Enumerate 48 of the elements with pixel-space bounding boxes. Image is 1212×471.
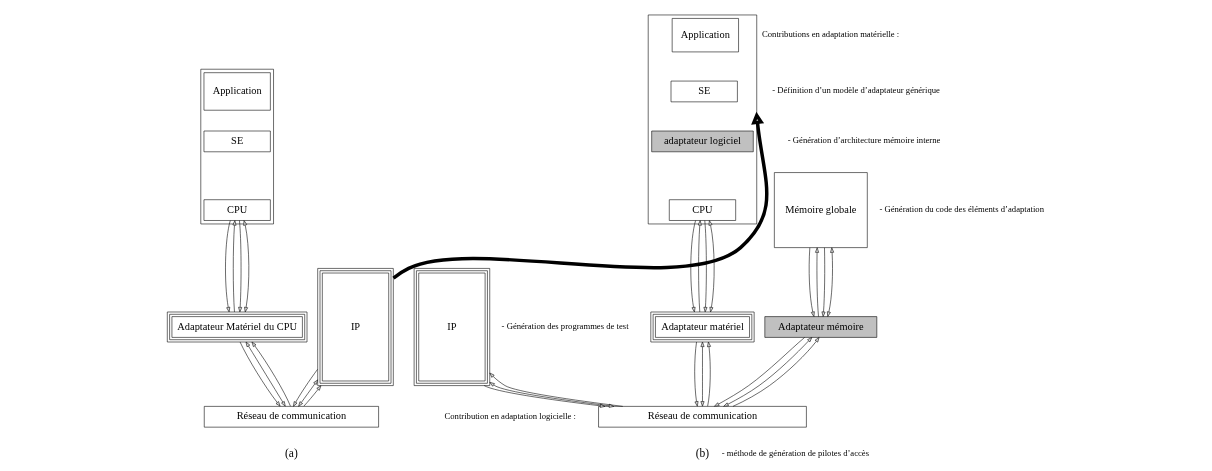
arrow	[245, 341, 286, 407]
node-box: CPU	[203, 199, 271, 221]
arrow	[489, 382, 614, 408]
arrow	[242, 220, 249, 313]
arrow	[703, 220, 707, 313]
arrow	[708, 220, 714, 313]
arrow	[821, 247, 825, 317]
arrow	[488, 372, 623, 407]
arrow	[732, 337, 819, 407]
node-box: adaptateur logiciel	[650, 130, 754, 153]
arrow	[251, 341, 291, 407]
node-box: Réseau de communication	[597, 406, 807, 428]
arrow	[693, 341, 698, 407]
node-box: Application	[203, 72, 271, 111]
arrow	[690, 220, 696, 313]
label: - Définition d’un modèle d’adaptateur générique	[771, 85, 940, 96]
arrow	[697, 220, 702, 313]
arrow	[292, 369, 318, 407]
arrow	[700, 341, 704, 407]
node-box: Réseau de communication	[203, 406, 379, 428]
arrow	[713, 337, 805, 407]
arrow	[303, 385, 321, 407]
label: Contributions en adaptation matérielle :	[761, 29, 899, 40]
node-box: CPU	[668, 199, 736, 221]
arrow	[814, 247, 819, 317]
label: (b)	[695, 447, 709, 460]
arrow	[706, 341, 711, 407]
label: Contribution en adaptation logicielle :	[443, 410, 576, 421]
arrow	[722, 337, 812, 407]
node-box: Application	[671, 18, 739, 53]
arrow	[483, 385, 605, 408]
label: - méthode de génération de pilotes d’accès	[721, 448, 869, 459]
label: - Génération d’architecture mémoire interne	[787, 135, 940, 146]
arrow	[232, 220, 236, 313]
node-box: SE	[203, 130, 271, 153]
arrow	[237, 220, 242, 313]
arrow	[391, 111, 768, 280]
label: - Génération du code des éléments d’adaptation	[878, 204, 1044, 215]
node-box: Mémoire globale	[773, 172, 868, 248]
arrow	[808, 247, 815, 317]
arrow	[239, 341, 280, 407]
arrow	[826, 247, 834, 317]
arrow	[224, 220, 231, 313]
arrow	[297, 379, 318, 407]
label: (a)	[284, 447, 298, 460]
node-box: SE	[670, 80, 738, 103]
node-box: Adaptateur mémoire	[764, 316, 877, 338]
label: - Génération des programmes de test	[501, 321, 629, 332]
